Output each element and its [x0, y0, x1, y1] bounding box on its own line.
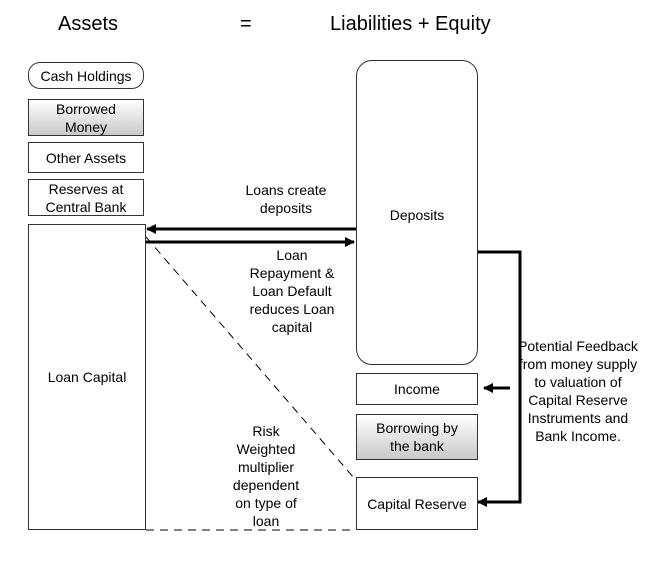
deposits-label: Deposits — [389, 207, 445, 223]
borrowing-label: Borrowing by the bank — [376, 420, 458, 454]
loan-capital-box: Loan Capital — [28, 224, 146, 530]
loans-create-deposits-text: Loans create deposits — [245, 182, 327, 216]
risk-dashed-line-upper — [145, 236, 355, 479]
risk-weighted-text: Risk Weighted multiplier dependent on ty… — [232, 423, 300, 529]
loan-capital-label: Loan Capital — [47, 369, 127, 385]
income-box: Income — [356, 373, 478, 405]
reserves-label: Reserves at Central Bank — [45, 180, 127, 215]
income-label: Income — [394, 381, 440, 397]
loan-repayment-text: Loan Repayment & Loan Default reduces Lo… — [249, 247, 335, 335]
equals-sign: = — [240, 13, 252, 35]
deposits-box: Deposits — [356, 60, 478, 365]
borrowed-money-box: Borrowed Money — [28, 99, 144, 136]
liabilities-equity-header: Liabilities + Equity — [330, 13, 491, 35]
assets-header: Assets — [58, 13, 119, 35]
feedback-loop-line — [477, 250, 522, 507]
other-assets-box: Other Assets — [28, 142, 144, 173]
feedback-text: Potential Feedback from money supply to … — [518, 338, 638, 444]
reserves-box: Reserves at Central Bank — [28, 179, 144, 216]
capital-reserve-label: Capital Reserve — [367, 495, 467, 512]
borrowed-money-label: Borrowed Money — [56, 100, 116, 135]
cash-holdings-box: Cash Holdings — [28, 62, 144, 89]
cash-holdings-label: Cash Holdings — [40, 67, 132, 84]
capital-reserve-box: Capital Reserve — [356, 477, 478, 530]
other-assets-label: Other Assets — [45, 149, 127, 166]
borrowing-box: Borrowing by the bank — [356, 414, 478, 460]
